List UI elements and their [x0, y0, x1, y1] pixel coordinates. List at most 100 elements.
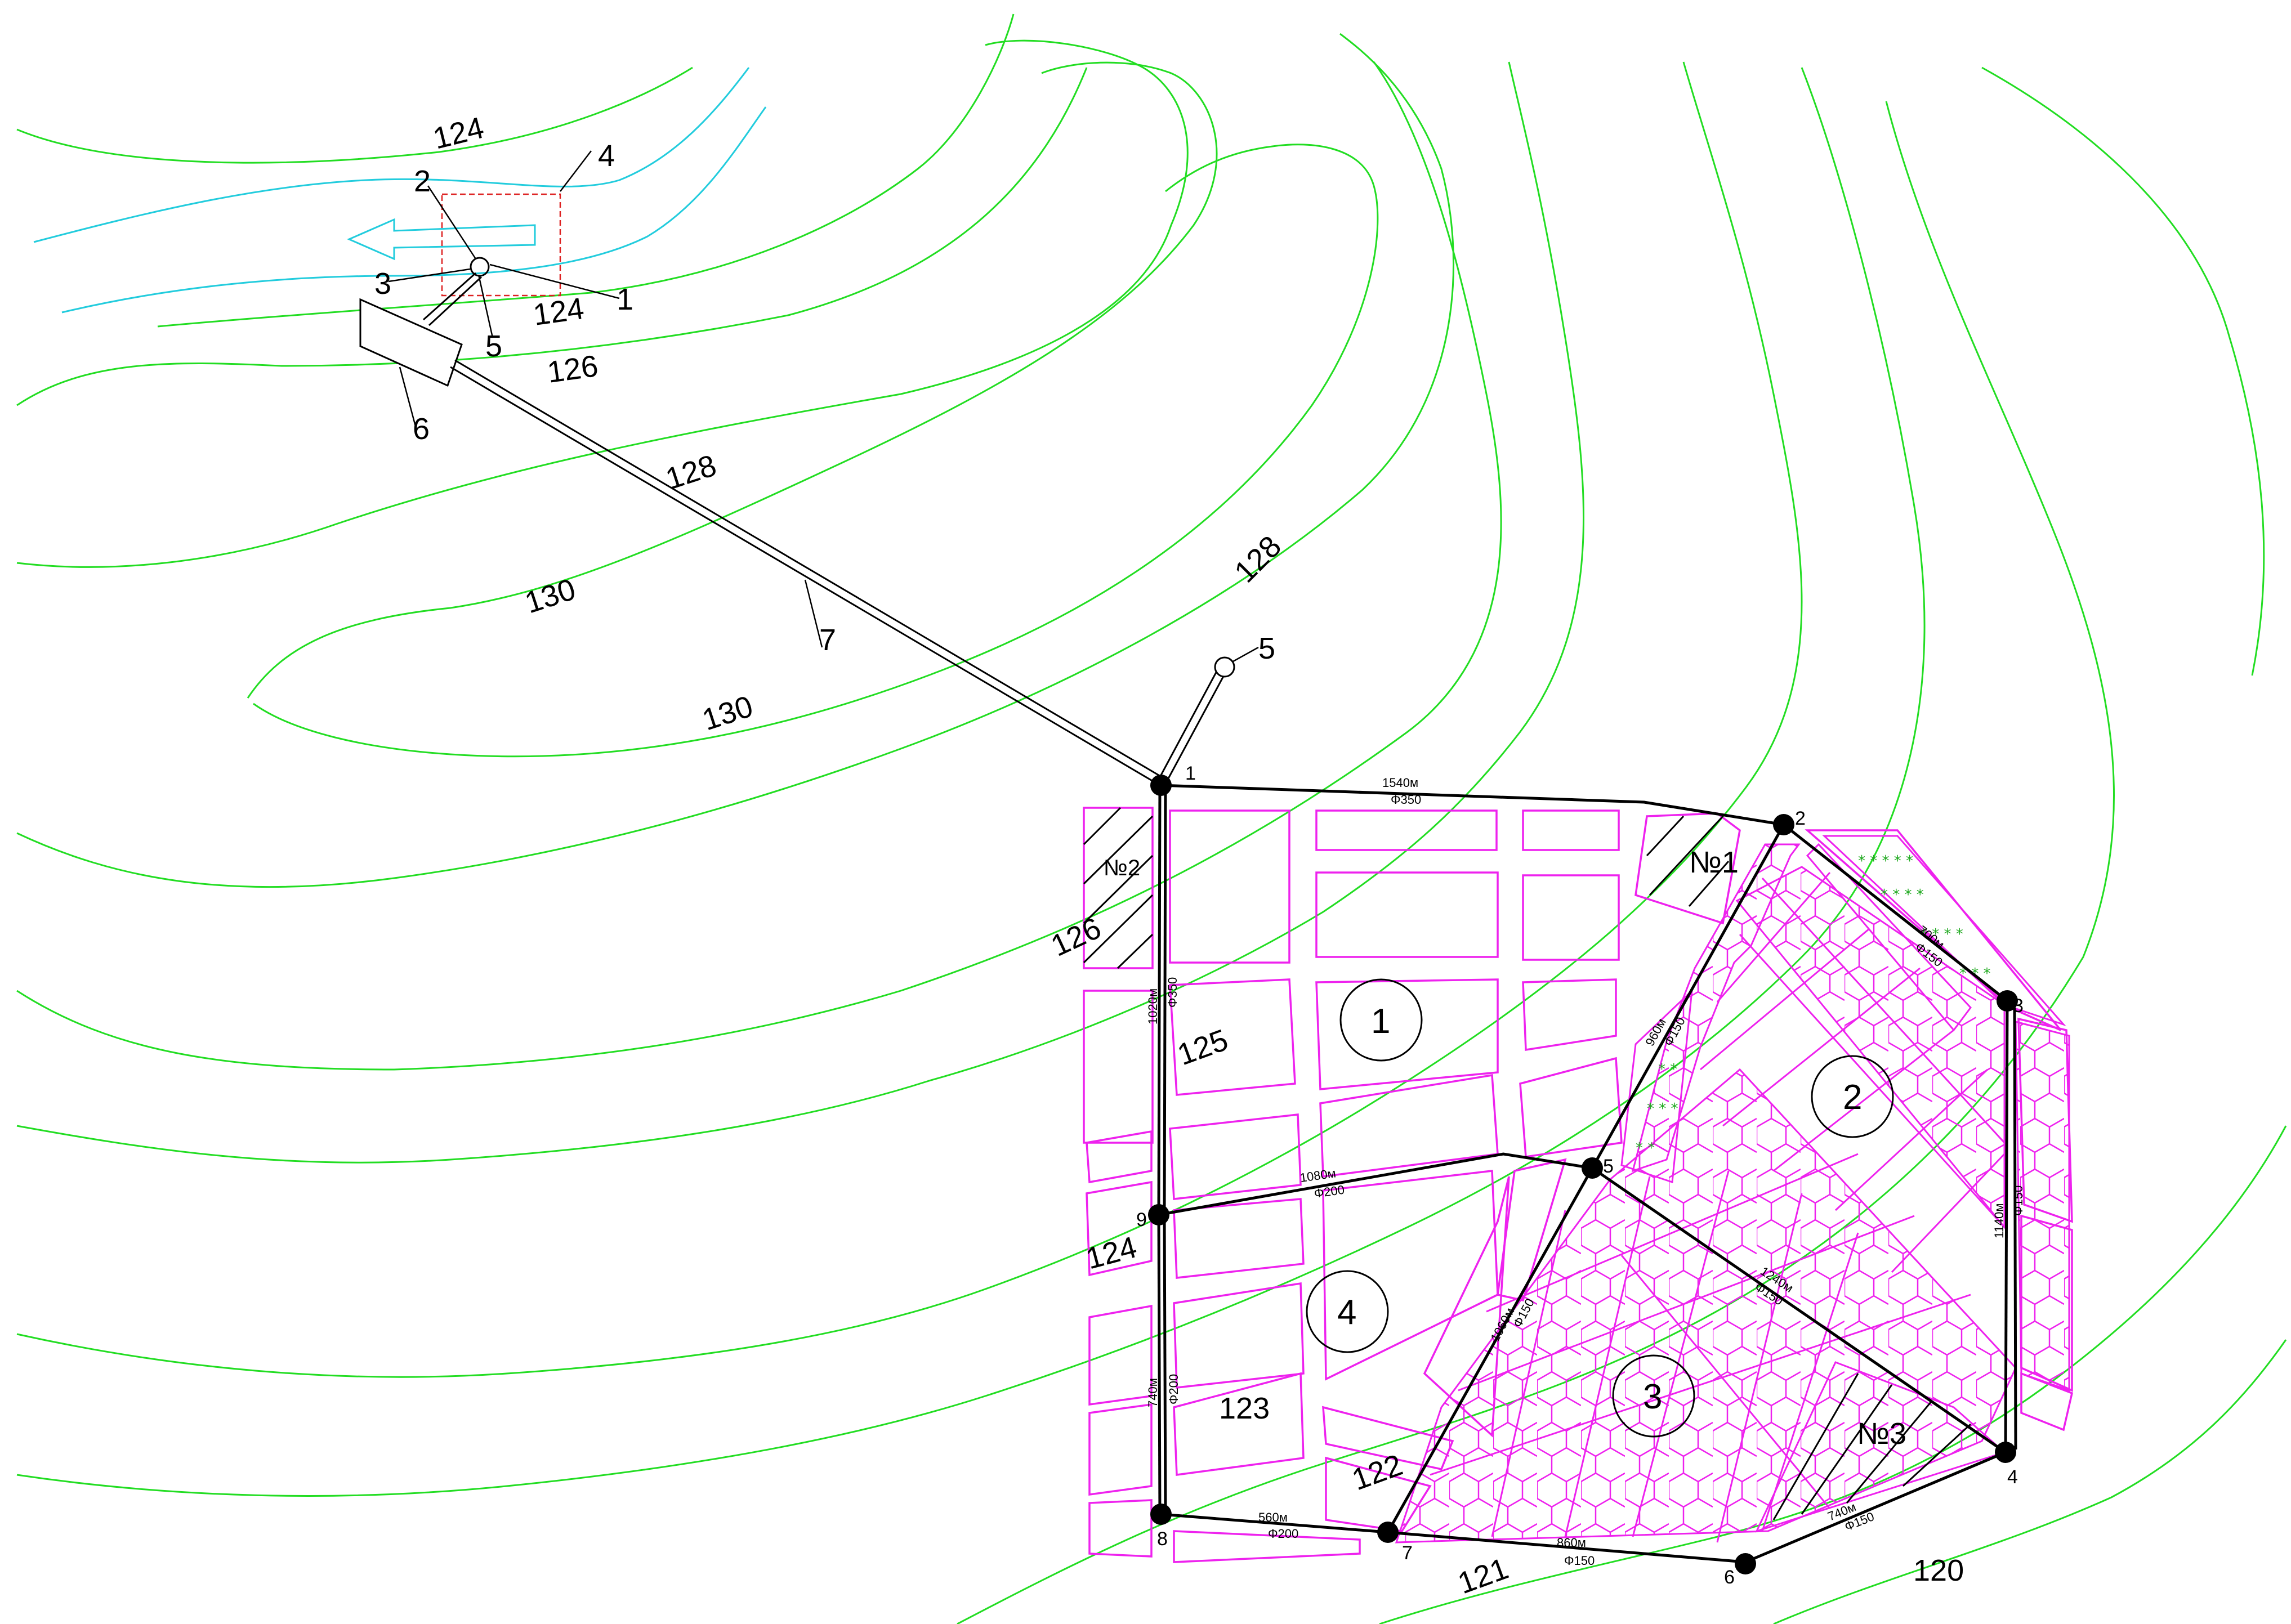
contour-125 — [16, 61, 1585, 1164]
river — [33, 67, 767, 314]
pipe-5-7 — [1386, 1167, 1594, 1533]
node-1 — [1150, 775, 1172, 796]
node-label-1: 1 — [1185, 763, 1196, 784]
contour-124-low — [16, 61, 1803, 1378]
intake-label-5: 5 — [485, 329, 502, 363]
intake-label-4: 4 — [598, 139, 615, 173]
zone-3-circle — [1612, 1354, 1695, 1438]
flow-arrow — [347, 218, 536, 261]
zone-markers — [1306, 978, 1894, 1438]
green-cluster: ⁎ ⁎ — [1636, 1135, 1655, 1152]
pipe-diameter-label: Φ150 — [2011, 1185, 2025, 1216]
contour-label: 130 — [521, 572, 579, 620]
block — [1086, 1180, 1153, 1277]
pipe-length-label: 560м — [1258, 1510, 1288, 1524]
leader-3 — [388, 268, 471, 283]
contour-label: 121 — [1454, 1551, 1513, 1600]
conduit-label-7: 7 — [819, 623, 836, 657]
pipe-1-2 — [1159, 784, 1784, 826]
pipe-9-5 — [1158, 1152, 1593, 1216]
block — [1083, 990, 1154, 1144]
intake-well-icon — [470, 257, 490, 277]
tower-label-3: №3 — [1857, 1417, 1906, 1451]
leader-4 — [560, 150, 592, 192]
zone-4-circle — [1306, 1270, 1389, 1353]
contour-130-inner — [253, 144, 1379, 758]
pipe-diameter-label: Φ350 — [1391, 793, 1421, 807]
node-2 — [1773, 814, 1794, 835]
block — [1173, 1530, 1361, 1563]
block — [1519, 1057, 1623, 1158]
intake-label-3: 3 — [374, 267, 391, 301]
pipe-9-8-b — [1163, 1214, 1167, 1515]
tower-label-2: №2 — [1104, 856, 1140, 880]
block — [1173, 1198, 1305, 1279]
block — [1173, 1282, 1305, 1389]
contour-label: 124 — [430, 111, 487, 156]
contour-label: 126 — [1046, 911, 1106, 963]
tower-2 — [1083, 807, 1154, 969]
transmission-conduit — [450, 359, 1259, 786]
block — [1315, 978, 1499, 1090]
leader-5b — [1232, 646, 1259, 663]
node-5 — [1582, 1157, 1603, 1179]
node-label-7: 7 — [1402, 1542, 1413, 1564]
green-belt-south — [1620, 988, 1693, 1184]
zone-1-circle — [1339, 978, 1423, 1062]
district-right-strip — [2015, 1021, 2070, 1392]
zone-label-4: 4 — [1337, 1293, 1356, 1332]
contour-label: 120 — [1913, 1554, 1964, 1587]
green-cluster: ⁎ ⁎ ⁎ ⁎ ⁎ — [1858, 848, 1913, 865]
block — [1086, 1130, 1153, 1184]
pipe-3-4-b — [2013, 1007, 2017, 1450]
pipe-3-4 — [2004, 1000, 2009, 1453]
node-9 — [1148, 1204, 1169, 1225]
pipe-6-4 — [1745, 1451, 2006, 1564]
pipe-network — [1148, 775, 2018, 1574]
pipe-2-5 — [1591, 824, 1785, 1169]
river-bank-south — [61, 106, 767, 314]
contour-123 — [16, 67, 1926, 1497]
river-bank-north — [33, 67, 750, 243]
block — [1522, 809, 1620, 851]
pipe-length-label: 1020м — [1146, 988, 1160, 1024]
node-label-5: 5 — [1603, 1156, 1614, 1177]
pipe-1-9 — [1157, 785, 1162, 1215]
tower-label-5: 5 — [1258, 632, 1275, 665]
node-6 — [1735, 1553, 1756, 1574]
pipe-diameter-label: Φ200 — [1268, 1527, 1298, 1541]
block — [1319, 1073, 1499, 1178]
block — [1169, 809, 1290, 964]
pipe-length-label: 860м — [1557, 1536, 1586, 1550]
pipe-diameter-label: Φ200 — [1167, 1374, 1181, 1404]
conduit-line-b — [454, 359, 1165, 780]
node-8 — [1150, 1504, 1172, 1525]
block — [1522, 978, 1617, 1052]
block — [1315, 809, 1498, 851]
pipe-1-9-b — [1163, 785, 1167, 1215]
node-label-9: 9 — [1136, 1209, 1147, 1231]
node-label-3: 3 — [2013, 995, 2024, 1017]
water-tower-icon — [1214, 656, 1235, 678]
contour-130 — [247, 61, 1218, 699]
leader-5 — [477, 274, 494, 338]
node-label-4: 4 — [2007, 1466, 2018, 1488]
intake-pipe-b — [428, 276, 483, 326]
leader-7 — [804, 579, 823, 648]
contour-label: 124 — [1083, 1230, 1141, 1276]
leader-1 — [489, 263, 620, 299]
block — [1522, 874, 1620, 961]
pipe-diameter-label: Φ150 — [1564, 1554, 1595, 1568]
pump-station-box — [359, 298, 463, 387]
tower-label-1: №1 — [1689, 845, 1739, 879]
intake-label-6: 6 — [413, 412, 430, 446]
pipe-length-label: 1540м — [1382, 776, 1418, 790]
block — [1088, 1499, 1153, 1558]
node-7 — [1377, 1522, 1399, 1543]
intake-frame — [441, 193, 561, 297]
district-3 — [1395, 1068, 2017, 1544]
contour-outer-right — [1981, 66, 2265, 676]
contour-126-low — [16, 61, 1502, 1071]
leader-2 — [427, 185, 477, 260]
